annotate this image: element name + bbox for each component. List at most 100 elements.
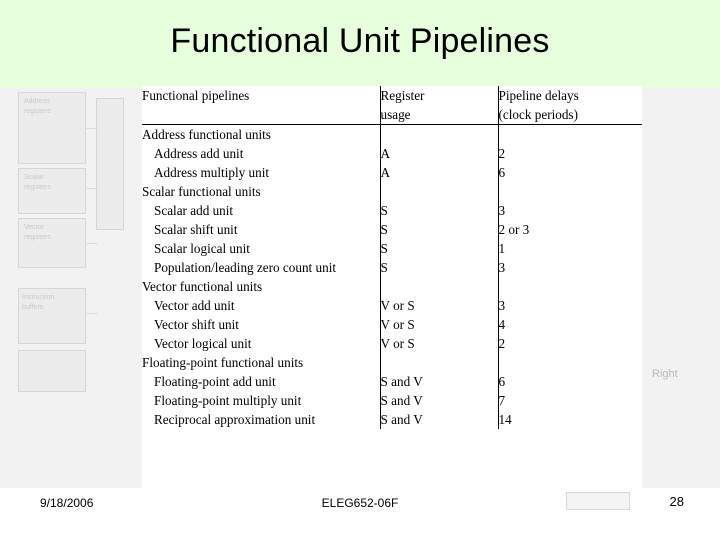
row-delay: 14 — [498, 412, 512, 427]
bg-block — [18, 92, 86, 164]
row-register: A — [380, 146, 391, 161]
table-header-row: Functional pipelines Register usage Pipe… — [142, 86, 642, 125]
bg-block — [18, 288, 86, 344]
group-spacer — [499, 182, 643, 201]
header-cell-delays: Pipeline delays (clock periods) — [497, 86, 642, 125]
group-delay-address: 2 6 — [497, 124, 643, 182]
header-pipelines-label: Functional pipelines — [142, 88, 250, 103]
group-delay-scalar: 3 2 or 3 1 3 — [497, 182, 643, 277]
group-register-scalar: S S S S — [379, 182, 498, 277]
group-spacer — [499, 277, 643, 296]
row-label: Vector shift unit — [154, 317, 239, 332]
row-label: Vector logical unit — [154, 336, 252, 351]
bg-label: Address — [24, 98, 50, 105]
row-register: V or S — [380, 336, 415, 351]
content-panel: Functional pipelines Register usage Pipe… — [142, 86, 642, 488]
row-register: S and V — [380, 393, 423, 408]
group-cell-vector: Vector functional units Vector add unit … — [142, 277, 380, 353]
table-row: Scalar functional units Scalar add unit … — [142, 182, 642, 277]
row-label: Reciprocal approximation unit — [154, 412, 316, 427]
bg-block — [18, 168, 86, 214]
row-label: Address multiply unit — [154, 165, 270, 180]
table-row: Vector functional units Vector add unit … — [142, 277, 642, 353]
row-register: V or S — [380, 317, 415, 332]
group-name: Vector functional units — [142, 279, 263, 294]
group-register-floating-point: S and V S and V S and V — [379, 353, 498, 429]
bg-label: registers — [24, 108, 51, 115]
footer-course: ELEG652-06F — [321, 496, 399, 510]
group-name: Scalar functional units — [142, 184, 261, 199]
footer-placeholder-box — [566, 492, 630, 510]
group-register-address: A A — [379, 124, 498, 182]
group-spacer — [381, 277, 498, 296]
row-register: S — [380, 260, 388, 275]
bg-label: Scalar — [24, 174, 44, 181]
functional-pipelines-table: Functional pipelines Register usage Pipe… — [142, 86, 642, 429]
title-band — [0, 0, 720, 88]
row-delay: 6 — [498, 165, 506, 180]
bg-connector — [86, 188, 98, 189]
group-cell-floating-point: Floating-point functional units Floating… — [142, 353, 380, 429]
row-label: Population/leading zero count unit — [154, 260, 337, 275]
bg-connector — [86, 243, 98, 244]
group-delay-floating-point: 6 7 14 — [497, 353, 643, 429]
group-name: Floating-point functional units — [142, 355, 304, 370]
row-label: Scalar logical unit — [154, 241, 250, 256]
header-delays-line1: Pipeline delays — [498, 88, 579, 103]
row-register: S and V — [380, 412, 423, 427]
row-register: A — [380, 165, 391, 180]
group-cell-scalar: Scalar functional units Scalar add unit … — [142, 182, 380, 277]
bg-block — [96, 98, 124, 230]
row-register: S — [380, 241, 388, 256]
row-register: S — [380, 203, 388, 218]
row-delay: 6 — [498, 374, 506, 389]
group-delay-vector: 3 4 2 — [497, 277, 643, 353]
bg-label: Vector — [24, 224, 44, 231]
bg-label: registers — [24, 184, 51, 191]
group-spacer — [381, 125, 498, 144]
row-register: S and V — [380, 374, 423, 389]
footer-page-number: 28 — [669, 494, 684, 509]
row-delay: 3 — [498, 260, 506, 275]
row-label: Floating-point multiply unit — [154, 393, 302, 408]
row-label: Address add unit — [154, 146, 244, 161]
group-spacer — [499, 353, 643, 372]
bg-label: buffers — [22, 304, 44, 311]
group-spacer — [381, 353, 498, 372]
row-label: Scalar shift unit — [154, 222, 238, 237]
group-cell-address: Address functional units Address add uni… — [142, 125, 380, 183]
bg-connector — [86, 313, 98, 314]
header-cell-register: Register usage — [379, 86, 498, 125]
row-delay: 4 — [498, 317, 506, 332]
row-label: Floating-point add unit — [154, 374, 276, 389]
bg-label: registers — [24, 234, 51, 241]
header-register-line2: usage — [380, 107, 411, 122]
row-delay: 7 — [498, 393, 506, 408]
row-label: Scalar add unit — [154, 203, 234, 218]
header-spacer — [142, 105, 380, 124]
group-spacer — [381, 182, 498, 201]
footer-date: 9/18/2006 — [40, 496, 94, 510]
bg-block — [18, 350, 86, 392]
row-delay: 2 — [498, 146, 506, 161]
page-title: Functional Unit Pipelines — [170, 22, 550, 60]
bg-connector — [86, 128, 98, 129]
row-delay: 3 — [498, 298, 506, 313]
row-delay: 3 — [498, 203, 506, 218]
group-spacer — [499, 125, 643, 144]
table-row: Address functional units Address add uni… — [142, 124, 643, 183]
row-delay: 1 — [498, 241, 506, 256]
group-register-vector: V or S V or S V or S — [379, 277, 498, 353]
header-cell-pipelines: Functional pipelines — [142, 86, 380, 125]
bg-block — [18, 218, 86, 268]
row-delay: 2 or 3 — [498, 222, 530, 237]
header-register-line1: Register — [380, 88, 425, 103]
row-register: S — [380, 222, 388, 237]
table-row: Floating-point functional units Floating… — [142, 353, 642, 429]
bg-label-right: Right — [652, 368, 678, 380]
header-delays-line2: (clock periods) — [498, 107, 578, 122]
group-name: Address functional units — [142, 127, 271, 142]
row-label: Vector add unit — [154, 298, 235, 313]
row-delay: 2 — [498, 336, 506, 351]
